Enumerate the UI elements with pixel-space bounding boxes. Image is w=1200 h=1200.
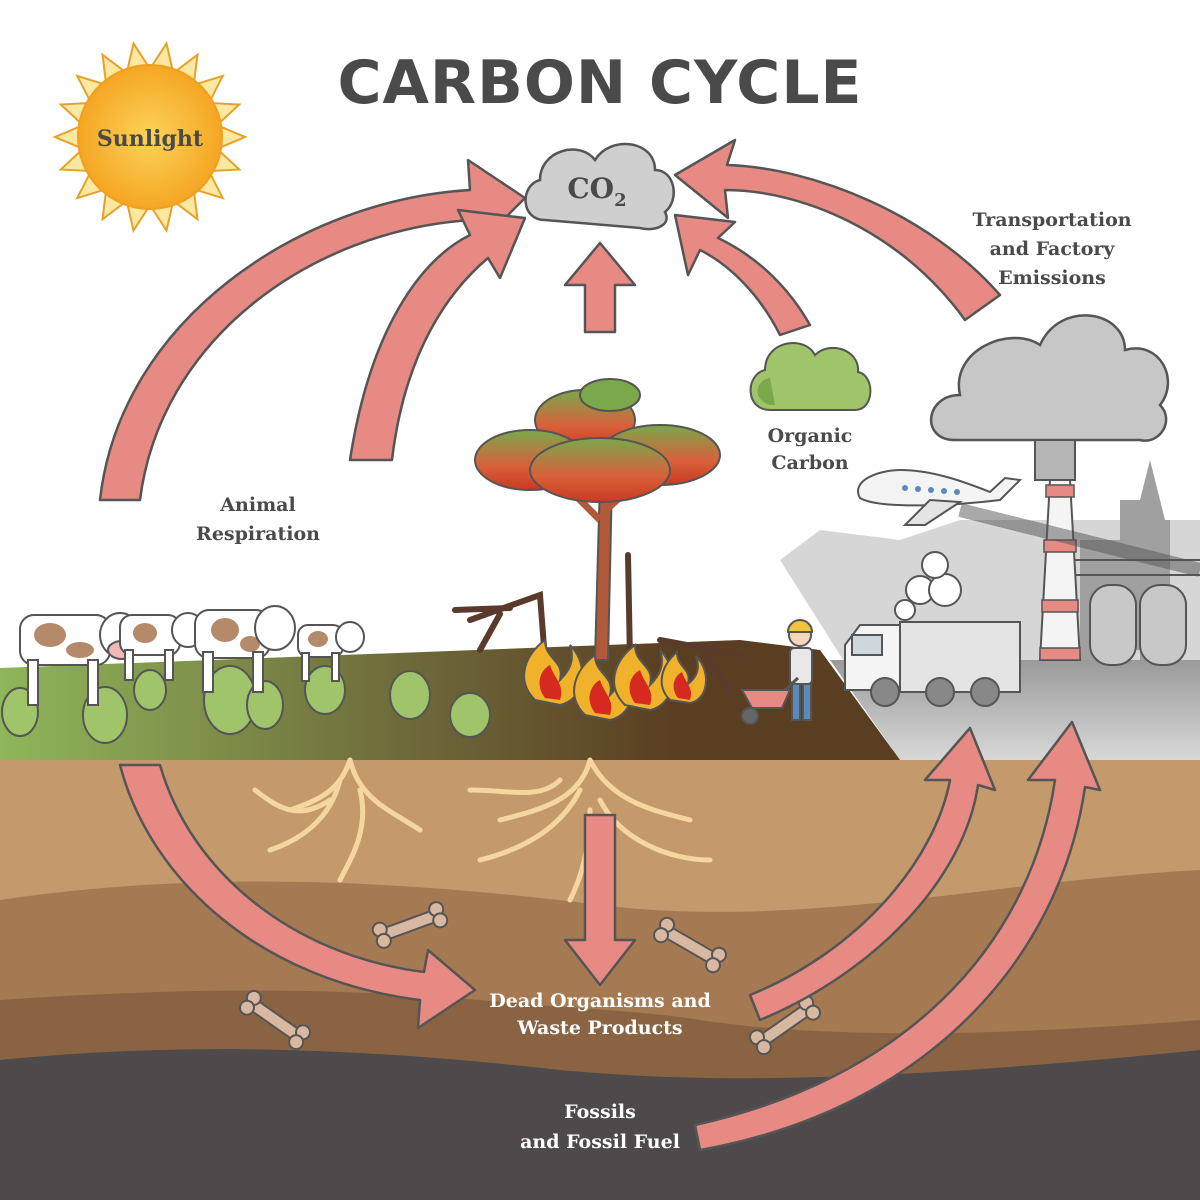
svg-text:Emissions: Emissions <box>998 267 1106 289</box>
svg-text:and Fossil Fuel: and Fossil Fuel <box>520 1131 680 1153</box>
dead-branches <box>452 552 743 693</box>
arrow-organic-carbon <box>673 213 812 337</box>
smoke-bubbles <box>894 551 962 621</box>
svg-text:Carbon: Carbon <box>771 452 848 474</box>
svg-text:Animal: Animal <box>219 494 295 516</box>
label-dead-organisms: Dead Organisms and Waste Products <box>489 990 711 1039</box>
arrow-emissions <box>673 138 1002 322</box>
page-title: CARBON CYCLE <box>337 48 862 118</box>
arrow-to-industry <box>748 726 997 1022</box>
organic-cloud-icon <box>749 342 872 411</box>
svg-text:and Factory: and Factory <box>990 238 1116 260</box>
sun-ray <box>218 124 248 150</box>
label-fossils: Fossils and Fossil Fuel <box>520 1101 680 1153</box>
labels: CARBON CYCLE Sunlight CO2 Transportation… <box>97 48 1132 1153</box>
label-organic-carbon: Organic Carbon <box>768 425 853 474</box>
arrow-fossil-fuel <box>693 720 1102 1152</box>
svg-text:Fossils: Fossils <box>564 1101 636 1123</box>
svg-text:Waste Products: Waste Products <box>516 1017 682 1039</box>
label-transport: Transportation and Factory Emissions <box>972 209 1131 289</box>
cycle-arrows <box>98 138 1102 1152</box>
sun-ray <box>52 124 82 150</box>
svg-text:Respiration: Respiration <box>196 523 320 545</box>
label-sunlight: Sunlight <box>97 126 204 152</box>
arrow-animal-respiration <box>98 158 527 502</box>
bone-icon <box>238 901 822 1056</box>
airplane-icon <box>857 468 1200 577</box>
svg-text:Transportation: Transportation <box>972 209 1131 231</box>
label-animal-respiration: Animal Respiration <box>196 494 320 545</box>
svg-text:Dead Organisms and: Dead Organisms and <box>489 990 711 1012</box>
worker-icon <box>740 619 814 725</box>
truck-icon <box>844 621 1021 707</box>
arrow-decomposition <box>118 763 477 1030</box>
roots <box>252 757 713 903</box>
svg-text:Organic: Organic <box>768 425 853 447</box>
co2-cloud-icon <box>524 142 675 231</box>
arrow-inner-left <box>348 208 527 462</box>
tree-icon <box>474 378 721 661</box>
label-co2: CO2 <box>567 172 626 211</box>
arrow-roots-down <box>563 813 637 987</box>
cow-icon <box>19 605 365 706</box>
sun-icon <box>52 40 248 234</box>
fire-icon <box>523 638 708 722</box>
smoke-cloud-icon <box>929 314 1170 481</box>
arrow-fire-up <box>563 241 637 334</box>
